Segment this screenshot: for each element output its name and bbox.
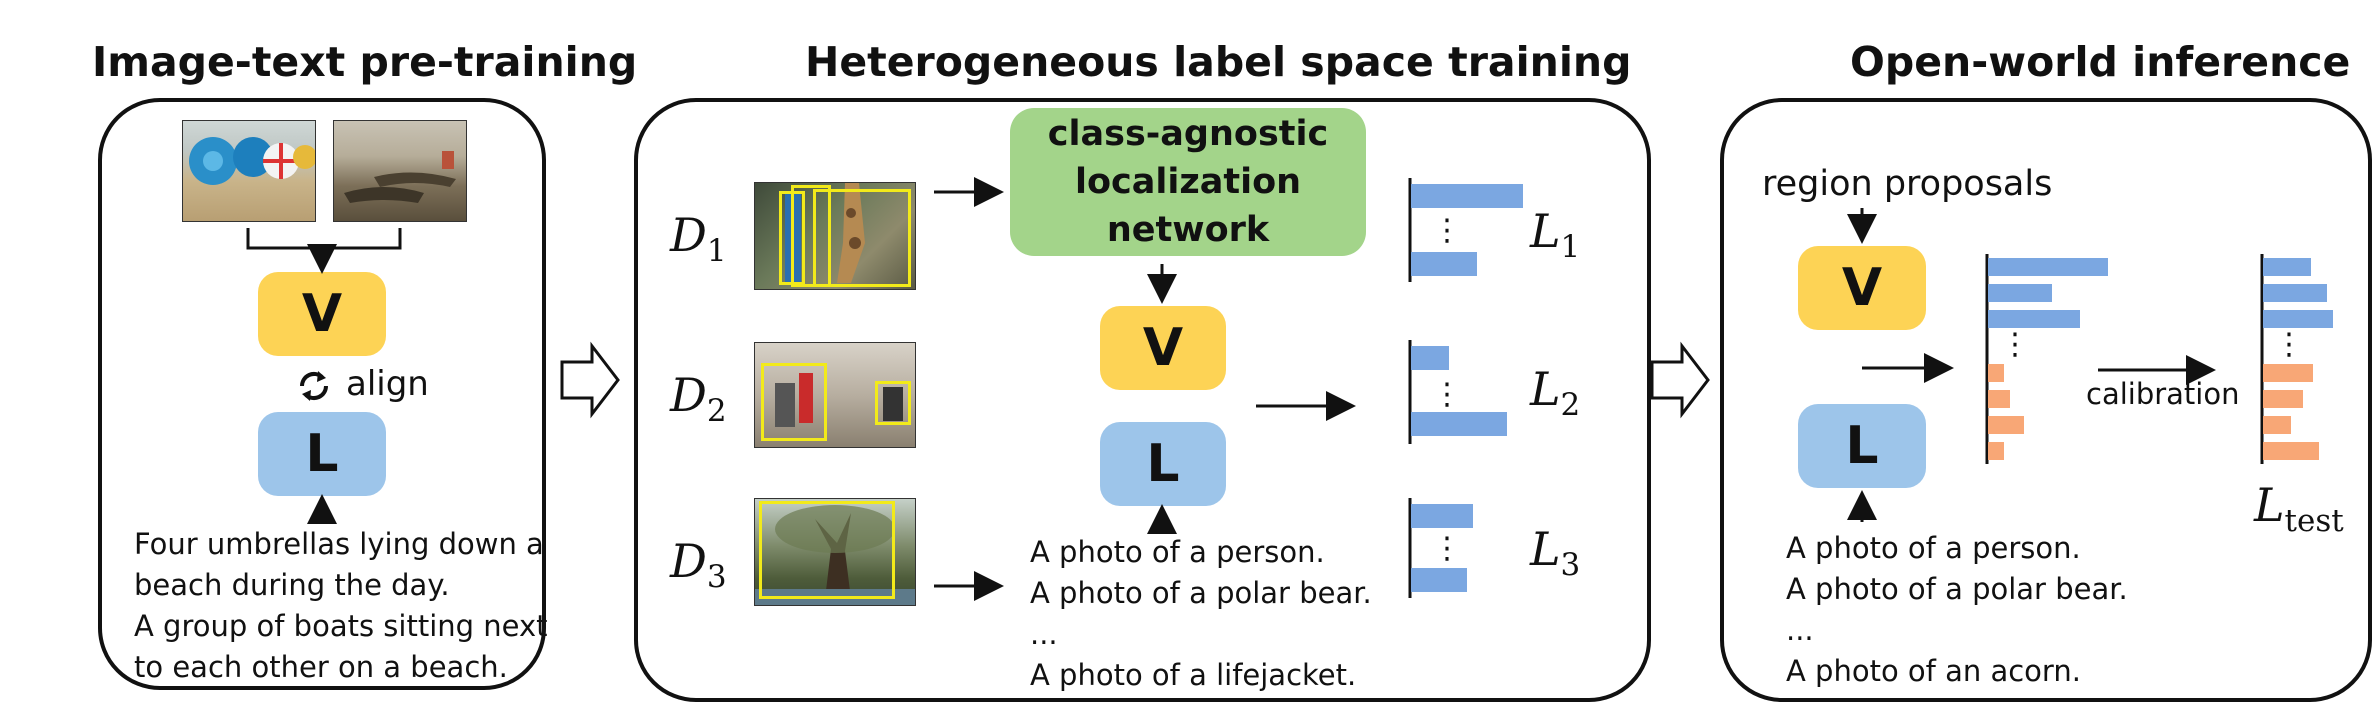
umbrella-shapes bbox=[189, 137, 315, 185]
score-bar-7 bbox=[1988, 442, 2004, 460]
language-encoder-box-2: L bbox=[1100, 422, 1226, 506]
boats-beach-photo bbox=[333, 120, 467, 222]
cal-bar-6 bbox=[2263, 416, 2291, 434]
cal-bar-4 bbox=[2263, 364, 2313, 382]
align-cycle-icon bbox=[296, 368, 332, 404]
vision-encoder-box: V bbox=[258, 272, 386, 356]
cal-bar-3 bbox=[2263, 310, 2333, 328]
score-bar-4 bbox=[1988, 364, 2004, 382]
prompt-polar-bear: A photo of a polar bear. bbox=[1030, 576, 1372, 610]
loss-label-2: L2 bbox=[1530, 362, 1581, 423]
bar-2a bbox=[1411, 346, 1449, 370]
panel-open-world bbox=[1720, 98, 2372, 702]
region-proposals-label: region proposals bbox=[1762, 164, 2053, 204]
prompt-lifejacket: A photo of a lifejacket. bbox=[1030, 658, 1357, 692]
vision-encoder-box-3: V bbox=[1798, 246, 1926, 330]
score-bar-5 bbox=[1988, 390, 2010, 408]
prompt-3-polar-bear: A photo of a polar bear. bbox=[1786, 572, 2128, 606]
gym-shapes bbox=[775, 373, 903, 427]
align-label: align bbox=[346, 364, 429, 404]
prompt-ellipsis: ... bbox=[1030, 617, 1058, 651]
loss-label-1: L1 bbox=[1530, 204, 1581, 265]
title-heterogeneous-training: Heterogeneous label space training bbox=[805, 38, 1632, 86]
localization-label-line-2: localization bbox=[1074, 162, 1302, 202]
prompt-3-ellipsis: ... bbox=[1786, 613, 1814, 647]
score-bar-1 bbox=[1988, 258, 2108, 276]
dataset-label-3: D3 bbox=[670, 534, 727, 595]
vdots-1: ⋮ bbox=[1432, 213, 1462, 248]
cal-bar-7 bbox=[2263, 442, 2319, 460]
localization-label-line-1: class-agnostic bbox=[1047, 114, 1329, 154]
caption-line-3: A group of boats sitting next bbox=[134, 609, 548, 643]
cal-bar-2 bbox=[2263, 284, 2327, 302]
dataset-label-2: D2 bbox=[670, 368, 727, 429]
dataset-label-1: D1 bbox=[670, 208, 727, 269]
title-open-world-inference: Open-world inference bbox=[1850, 38, 2351, 86]
image-merge-connector bbox=[246, 228, 402, 250]
dataset-3-tree-photo bbox=[754, 498, 916, 606]
caption-line-4: to each other on a beach. bbox=[134, 650, 508, 684]
localization-label-line-3: network bbox=[1106, 210, 1270, 250]
loss-label-3: L3 bbox=[1530, 522, 1581, 583]
bar-2b bbox=[1411, 412, 1507, 436]
vdots-5: ⋮ bbox=[2274, 327, 2304, 362]
caption-line-1: Four umbrellas lying down a bbox=[134, 527, 544, 561]
umbrella-beach-photo bbox=[182, 120, 316, 222]
vdots-2: ⋮ bbox=[1432, 377, 1462, 412]
prompt-3-person: A photo of a person. bbox=[1786, 531, 2081, 565]
vdots-4: ⋮ bbox=[2000, 327, 2030, 362]
dataset-1-giraffe-photo bbox=[754, 182, 916, 290]
caption-line-2: beach during the day. bbox=[134, 568, 450, 602]
boat-shapes bbox=[344, 151, 456, 203]
language-encoder-box: L bbox=[258, 412, 386, 496]
vision-encoder-box-2: V bbox=[1100, 306, 1226, 390]
cal-bar-1 bbox=[2263, 258, 2311, 276]
bar-3b bbox=[1411, 568, 1467, 592]
hollow-right-arrow-icon bbox=[560, 341, 620, 419]
score-bar-2 bbox=[1988, 284, 2052, 302]
score-bar-3 bbox=[1988, 310, 2080, 328]
panel-pretraining bbox=[98, 98, 546, 690]
hollow-right-arrow-icon-2 bbox=[1650, 341, 1710, 419]
prompt-3-acorn: A photo of an acorn. bbox=[1786, 654, 2081, 688]
score-bar-6 bbox=[1988, 416, 2024, 434]
cal-bar-5 bbox=[2263, 390, 2303, 408]
panel-heterogeneous bbox=[634, 98, 1651, 702]
loss-label-test: Ltest bbox=[2254, 478, 2344, 539]
title-image-text-pretraining: Image-text pre-training bbox=[92, 38, 638, 86]
language-encoder-box-3: L bbox=[1798, 404, 1926, 488]
prompt-person: A photo of a person. bbox=[1030, 535, 1325, 569]
dataset-2-gym-photo bbox=[754, 342, 916, 448]
localization-network-box: class-agnostic localization network bbox=[1010, 108, 1366, 256]
bar-3a bbox=[1411, 504, 1473, 528]
vdots-3: ⋮ bbox=[1432, 531, 1462, 566]
bar-1a bbox=[1411, 184, 1523, 208]
bar-1b bbox=[1411, 252, 1477, 276]
